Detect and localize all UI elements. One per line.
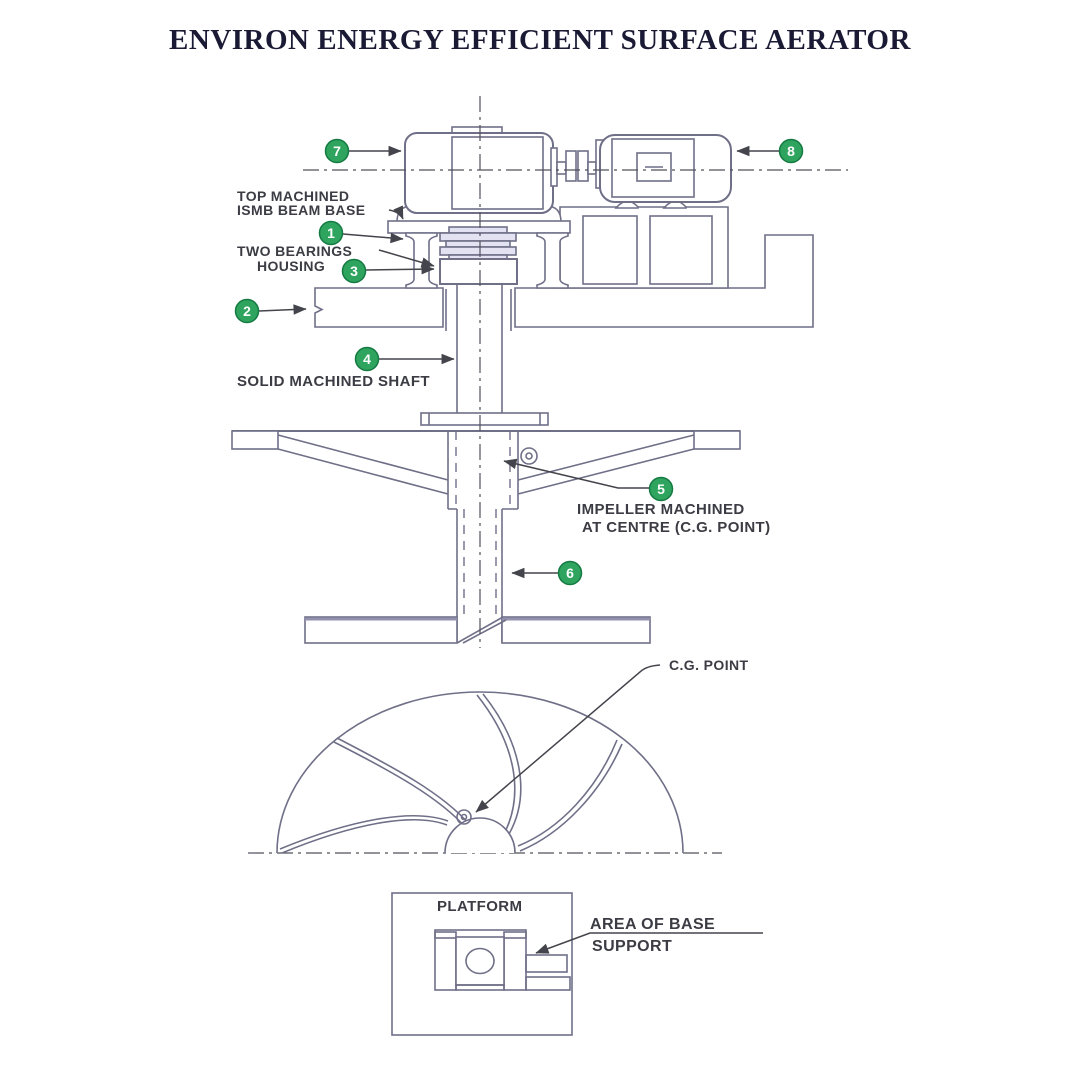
i-beam-right (536, 232, 569, 289)
leader-bearings-text (378, 249, 435, 268)
centerlines (303, 96, 848, 648)
label-bearings-line1: TWO BEARINGS (237, 243, 352, 259)
shaft-sleeve (445, 289, 512, 331)
impeller-arm-end-right (693, 430, 741, 450)
leader-callout-5 (503, 458, 649, 489)
svg-text:4: 4 (363, 351, 371, 367)
callout-balloon-4: 4 (354, 346, 380, 372)
concrete-slab (314, 234, 814, 328)
platform-detail (391, 892, 573, 1036)
impeller-blade-top (476, 693, 522, 837)
svg-text:7: 7 (333, 143, 341, 159)
leader-cg-point (475, 664, 661, 813)
page-title: ENVIRON ENERGY EFFICIENT SURFACE AERATOR (169, 24, 911, 56)
callout-balloon-6: 6 (557, 560, 583, 586)
leader-callout-1 (342, 232, 404, 244)
label-solid-shaft: SOLID MACHINED SHAFT (237, 373, 430, 390)
leader-callout-3 (365, 263, 435, 275)
bottom-plate-right (501, 616, 651, 644)
svg-text:5: 5 (657, 481, 665, 497)
label-impeller-line2: AT CENTRE (C.G. POINT) (582, 519, 771, 536)
leader-lines (258, 145, 779, 954)
cg-marker-section (520, 447, 538, 465)
impeller-hub-plan (444, 817, 516, 854)
motor-right-fins (611, 138, 695, 198)
label-area-line1: AREA OF BASE (590, 916, 715, 933)
lower-shaft-and-plate (304, 509, 651, 644)
bottom-plate-left (304, 616, 458, 644)
label-bearings-line2: HOUSING (257, 258, 325, 274)
callout-balloon-2: 2 (234, 298, 260, 324)
motor-right-nameplate (636, 152, 672, 182)
label-top-machined-line1: TOP MACHINED (237, 188, 349, 204)
motor-right (595, 134, 732, 209)
cg-marker-plan (456, 809, 472, 825)
callout-balloons: 1 2 3 4 5 6 7 8 (234, 138, 804, 586)
label-cg-point: C.G. POINT (669, 657, 748, 673)
svg-text:3: 3 (350, 263, 358, 279)
coupling (556, 150, 597, 182)
callout-balloon-5: 5 (648, 476, 674, 502)
svg-text:6: 6 (566, 565, 574, 581)
impeller-plan-view (248, 691, 722, 854)
label-area-line2: SUPPORT (592, 938, 672, 955)
shaft-flange (420, 412, 549, 426)
callout-balloon-8: 8 (778, 138, 804, 164)
impeller-blade-lower-left (279, 814, 449, 854)
impeller-arm-right (517, 434, 695, 495)
svg-text:8: 8 (787, 143, 795, 159)
base-support-hole (465, 947, 495, 975)
motor-left-fins (451, 136, 544, 210)
callout-balloon-3: 3 (341, 258, 367, 284)
base-support-tab-upper (525, 954, 568, 973)
base-support-tab-lower (525, 976, 571, 991)
impeller-blade-right (517, 739, 623, 852)
leader-area-of-base (535, 932, 763, 954)
impeller-dome-outline (276, 691, 684, 854)
label-top-machined-line2: ISMB BEAM BASE (237, 202, 366, 218)
support-frame (559, 206, 729, 289)
callout-balloon-7: 7 (324, 138, 350, 164)
impeller-arm-end-left (231, 430, 279, 450)
impeller-arm-left (277, 434, 449, 495)
callout-balloon-1: 1 (318, 220, 344, 246)
solid-shaft (420, 284, 549, 426)
leader-beam-base (388, 205, 404, 220)
bearing-housing (439, 226, 518, 285)
motor-left-body (404, 132, 554, 214)
svg-text:2: 2 (243, 303, 251, 319)
label-platform: PLATFORM (437, 898, 522, 915)
labels: TOP MACHINED ISMB BEAM BASE TWO BEARINGS… (237, 188, 771, 955)
impeller-hub-section (447, 431, 519, 509)
leader-callout-2 (258, 304, 307, 315)
label-impeller-line1: IMPELLER MACHINED (577, 501, 745, 518)
svg-text:1: 1 (327, 225, 335, 241)
impeller-section (231, 430, 741, 510)
